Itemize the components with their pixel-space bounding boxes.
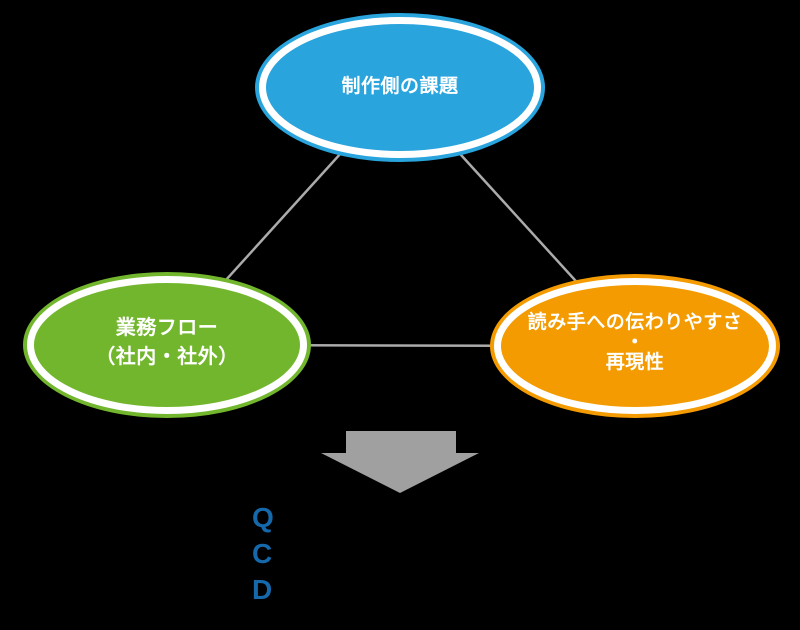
node-business-flow-white-ring bbox=[27, 276, 307, 414]
node-production-issues-shape bbox=[255, 13, 545, 162]
node-business-flow-outer bbox=[23, 272, 311, 418]
node-production-issues-white-ring bbox=[259, 17, 541, 158]
qcd-result-label: Q C D bbox=[252, 502, 274, 605]
node-reader-clarity-white-ring bbox=[494, 278, 776, 414]
node-reader-clarity-outer bbox=[490, 274, 780, 418]
node-production-issues-outer bbox=[255, 13, 545, 162]
down-arrow-icon bbox=[321, 431, 479, 493]
node-business-flow-shape bbox=[23, 272, 311, 418]
node-reader-clarity-shape bbox=[490, 274, 780, 418]
